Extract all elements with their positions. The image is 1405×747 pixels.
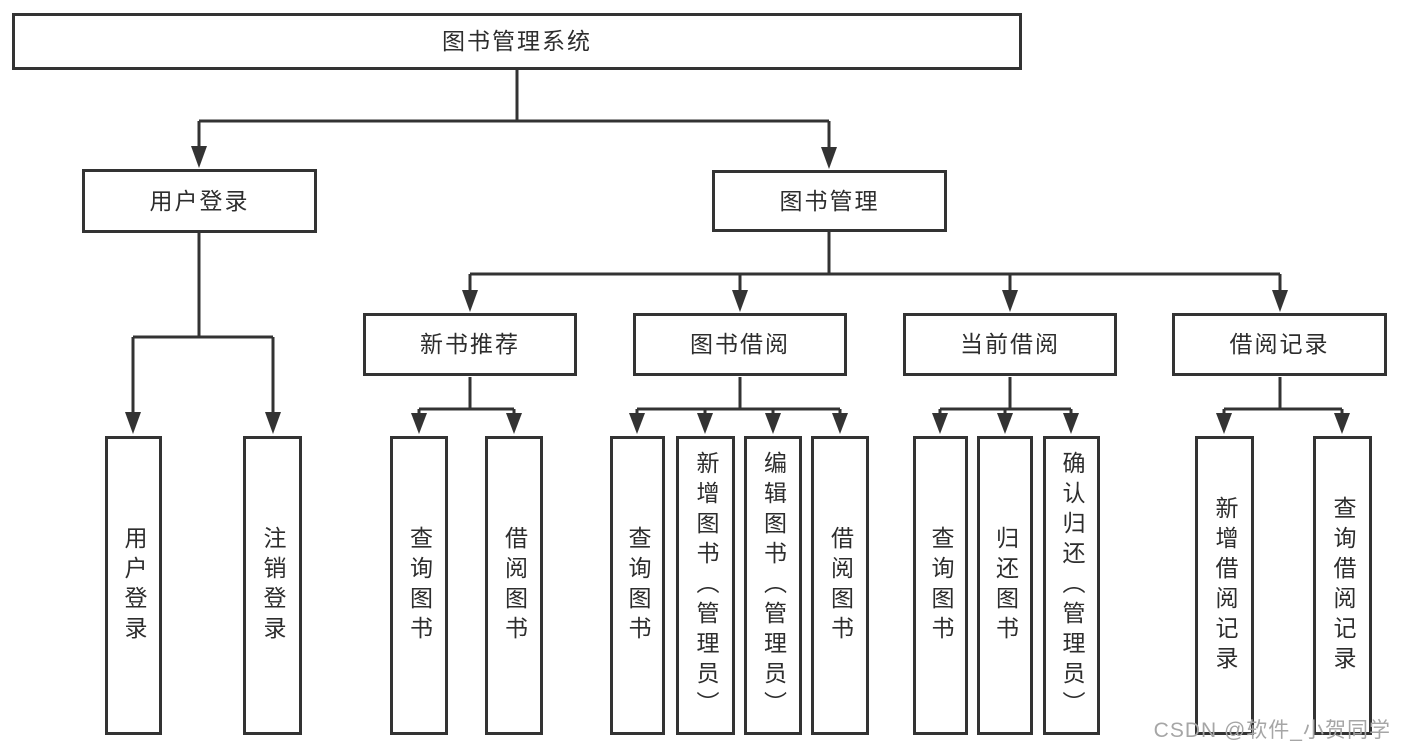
leaf-query-books-recommend: 查询图书	[390, 436, 448, 735]
node-root: 图书管理系统	[12, 13, 1022, 70]
arrowhead-icon	[265, 412, 281, 434]
connector-borrowing-records-to-leaves	[1216, 377, 1350, 434]
connector-book-borrowing-to-leaves	[629, 377, 848, 434]
leaf-add-book-admin: 新增图书（管理员）	[676, 436, 735, 735]
leaf-borrow-books-recommend: 借阅图书	[485, 436, 543, 735]
leaf-query-borrow-record: 查询借阅记录	[1313, 436, 1372, 735]
arrowhead-icon	[411, 413, 427, 434]
connector-new-book-recommend-to-leaves	[411, 377, 522, 434]
arrowhead-icon	[506, 413, 522, 434]
connector-book-management-to-level3	[462, 232, 1288, 312]
leaf-edit-book-admin: 编辑图书（管理员）	[744, 436, 802, 735]
arrowhead-icon	[697, 413, 713, 434]
leaf-user-login: 用户登录	[105, 436, 162, 735]
arrowhead-icon	[1334, 413, 1350, 434]
connector-current-borrowing-to-leaves	[932, 377, 1079, 434]
arrowhead-icon	[932, 413, 948, 434]
node-user-login: 用户登录	[82, 169, 317, 233]
connector-root-to-level2	[191, 69, 837, 169]
arrowhead-icon	[462, 290, 478, 312]
arrowhead-icon	[821, 147, 837, 169]
node-book-management: 图书管理	[712, 170, 947, 232]
arrowhead-icon	[765, 413, 781, 434]
arrowhead-icon	[1063, 413, 1079, 434]
arrowhead-icon	[1272, 290, 1288, 312]
leaf-confirm-return-admin: 确认归还（管理员）	[1043, 436, 1100, 735]
leaf-return-books: 归还图书	[977, 436, 1033, 735]
node-book-borrowing: 图书借阅	[633, 313, 847, 376]
arrowhead-icon	[1002, 290, 1018, 312]
node-current-borrowing: 当前借阅	[903, 313, 1117, 376]
leaf-logout: 注销登录	[243, 436, 302, 735]
leaf-add-borrow-record: 新增借阅记录	[1195, 436, 1254, 735]
arrowhead-icon	[732, 290, 748, 312]
leaf-borrow-books: 借阅图书	[811, 436, 869, 735]
node-new-book-recommend: 新书推荐	[363, 313, 577, 376]
leaf-query-books-current: 查询图书	[913, 436, 968, 735]
arrowhead-icon	[997, 413, 1013, 434]
watermark: CSDN @软件_小贺同学	[1153, 719, 1391, 742]
arrowhead-icon	[191, 146, 207, 168]
arrowhead-icon	[629, 413, 645, 434]
arrowhead-icon	[1216, 413, 1232, 434]
arrowhead-icon	[125, 412, 141, 434]
node-borrowing-records: 借阅记录	[1172, 313, 1387, 376]
leaf-query-books-borrowing: 查询图书	[610, 436, 665, 735]
arrowhead-icon	[832, 413, 848, 434]
connector-user-login-to-leaves	[125, 232, 281, 434]
